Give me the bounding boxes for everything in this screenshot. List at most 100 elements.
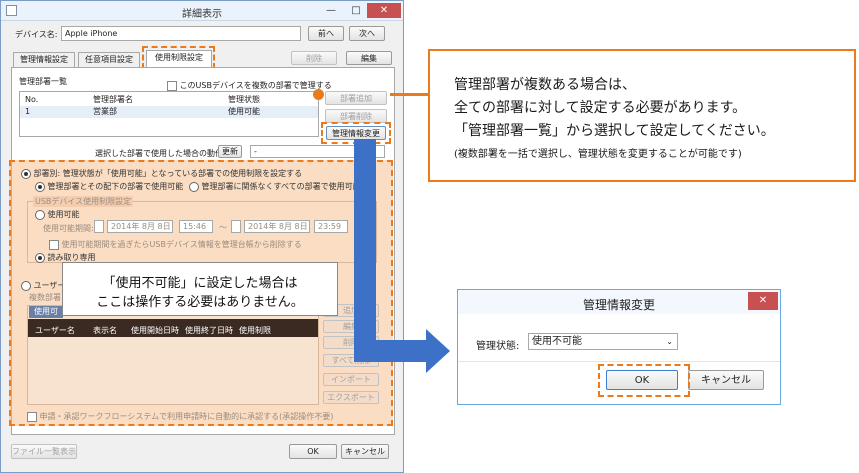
period-check[interactable]: [94, 220, 104, 233]
callout-top-line1: 管理部署が複数ある場合は、: [454, 77, 636, 93]
update-field[interactable]: -: [250, 145, 385, 158]
import-button[interactable]: インポート: [323, 373, 379, 386]
all-dept-option[interactable]: 管理部署に関係なくすべての部署で使用可能: [189, 181, 361, 192]
dept-col-no: No.: [25, 95, 39, 104]
connector-line: [390, 93, 430, 96]
callout-mid-line1: 「使用不可能」に設定した場合は: [102, 276, 298, 291]
dialog-title: 管理情報変更: [582, 298, 655, 312]
readonly-radio[interactable]: [35, 252, 45, 263]
usb-group-label: USBデバイス使用制限設定: [33, 196, 134, 207]
user-col-display: 表示名: [93, 326, 117, 335]
cancel-button[interactable]: キャンセル: [341, 444, 389, 459]
callout-top-line3: 「管理部署一覧」から選択して設定してください。: [454, 123, 775, 139]
expire-checkbox[interactable]: [49, 239, 59, 250]
tab-usable[interactable]: 使用可: [29, 306, 63, 318]
dialog-ok-highlight: [598, 364, 690, 397]
dept-action-label: 選択した部署で使用した場合の動作: [95, 149, 223, 158]
dept-row-no: 1: [25, 107, 31, 116]
sub-dept-radio[interactable]: [35, 181, 45, 192]
device-name-field[interactable]: Apple iPhone: [61, 26, 301, 41]
callout-no-action: 「使用不可能」に設定した場合は ここは操作する必要はありません。: [62, 262, 338, 316]
user-grid-header: [28, 319, 318, 337]
arrow-shaft-horizontal: [354, 340, 428, 362]
add-dept-button[interactable]: 部署追加: [325, 91, 387, 105]
change-info-dialog: 管理情報変更 ✕ 管理状態: 使用不可能 ⌄ OK キャンセル: [457, 289, 781, 405]
sub-dept-option[interactable]: 管理部署とその配下の部署で使用可能: [35, 181, 183, 192]
tab-highlight: [142, 46, 215, 69]
device-label: デバイス名:: [15, 30, 58, 39]
dialog-title-bar: 管理情報変更 ✕: [458, 290, 780, 314]
app-icon: [6, 5, 17, 16]
multi-dept-label: 複数部署: [29, 293, 61, 302]
title-bar: 詳細表示 — □ ✕: [1, 1, 403, 21]
dialog-state-value: 使用不可能: [532, 336, 582, 347]
dept-row-name: 営業部: [93, 107, 117, 116]
dept-row-state: 使用可能: [228, 107, 260, 116]
expire-label: 使用可能期間を過ぎたらUSBデバイス情報を管理台帳から削除する: [61, 240, 302, 249]
user-col-end: 使用終了日時: [185, 326, 233, 335]
tab-usage-restriction[interactable]: 使用制限設定: [146, 50, 212, 67]
user-label: ユーザー: [33, 281, 66, 290]
dept-section-title: 管理部署一覧: [19, 77, 67, 86]
tab-optional-items[interactable]: 任意項目設定: [78, 52, 140, 67]
allowed-option[interactable]: 使用可能: [35, 209, 80, 220]
callout-mid-line2: ここは操作する必要はありません。: [96, 295, 304, 310]
dialog-close-icon[interactable]: ✕: [748, 292, 778, 310]
next-button[interactable]: 次へ: [349, 26, 385, 41]
callout-top-line2: 全ての部署に対して設定する必要があります。: [454, 100, 747, 116]
user-col-name: ユーザー名: [35, 326, 75, 335]
time-from-field[interactable]: 15:46: [179, 220, 213, 233]
user-option[interactable]: ユーザー: [21, 280, 65, 291]
readonly-option[interactable]: 読み取り専用: [35, 252, 96, 263]
dialog-state-select[interactable]: 使用不可能 ⌄: [528, 333, 678, 350]
export-button[interactable]: エクスポート: [323, 391, 379, 404]
period-label: 使用可能期間:: [43, 224, 94, 233]
maximize-icon[interactable]: □: [351, 5, 361, 16]
by-dept-radio[interactable]: [21, 168, 31, 179]
prev-button[interactable]: 前へ: [308, 26, 344, 41]
remove-dept-button[interactable]: 部署削除: [325, 109, 387, 123]
arrow-shaft-vertical: [354, 139, 376, 351]
dept-grid: No. 管理部署名 管理状態 1 営業部 使用可能: [19, 91, 319, 137]
dialog-state-label: 管理状態:: [476, 341, 520, 352]
dialog-cancel-button[interactable]: キャンセル: [688, 370, 764, 390]
expire-option[interactable]: 使用可能期間を過ぎたらUSBデバイス情報を管理台帳から削除する: [49, 239, 302, 250]
allowed-radio[interactable]: [35, 209, 45, 220]
window-title: 詳細表示: [182, 9, 222, 20]
table-row[interactable]: 1 営業部 使用可能: [20, 106, 318, 118]
minimize-icon[interactable]: —: [326, 5, 336, 16]
dialog-ok-button[interactable]: OK: [606, 370, 678, 390]
multi-dept-check-box[interactable]: [167, 80, 177, 91]
dept-col-name: 管理部署名: [93, 95, 133, 104]
date-to-field[interactable]: 2014年 8月 8日: [244, 220, 310, 233]
all-dept-label: 管理部署に関係なくすべての部署で使用可能: [201, 182, 361, 191]
time-to-field[interactable]: 23:59: [314, 220, 348, 233]
multi-dept-check-label: このUSBデバイスを複数の部署で管理する: [179, 81, 332, 90]
arrow-head-icon: [426, 329, 450, 373]
user-col-limit: 使用制限: [239, 326, 271, 335]
chevron-down-icon: ⌄: [666, 337, 673, 346]
connector-dot: [313, 89, 324, 100]
update-button[interactable]: 更新: [218, 145, 242, 158]
edit-button[interactable]: 編集: [346, 51, 392, 65]
date-from-field[interactable]: 2014年 8月 8日: [107, 220, 173, 233]
tab-management-info[interactable]: 管理情報設定: [13, 52, 75, 67]
period-end-check[interactable]: [231, 220, 241, 233]
close-icon[interactable]: ✕: [367, 3, 401, 18]
multi-dept-checkbox[interactable]: このUSBデバイスを複数の部署で管理する: [167, 80, 332, 91]
tilde-label: ～: [219, 223, 227, 232]
by-dept-label: 部署別: 管理状態が「使用可能」となっている部署での使用制限を設定する: [33, 169, 303, 178]
dialog-divider: [458, 361, 780, 362]
callout-multi-dept: 管理部署が複数ある場合は、 全ての部署に対して設定する必要があります。 「管理部…: [428, 49, 856, 182]
workflow-option[interactable]: 申請・承認ワークフローシステムで利用申請時に自動的に承認する(承認操作不要): [27, 411, 333, 422]
callout-top-line4: (複数部署を一括で選択し、管理状態を変更することが可能です): [454, 149, 742, 160]
workflow-checkbox[interactable]: [27, 411, 37, 422]
ok-button[interactable]: OK: [289, 444, 337, 459]
detail-window: 詳細表示 — □ ✕ デバイス名: Apple iPhone 前へ 次へ 管理情…: [0, 0, 404, 473]
delete-button[interactable]: 削除: [291, 51, 337, 65]
all-dept-radio[interactable]: [189, 181, 199, 192]
user-col-start: 使用開始日時: [131, 326, 179, 335]
by-dept-option[interactable]: 部署別: 管理状態が「使用可能」となっている部署での使用制限を設定する: [21, 168, 302, 179]
user-radio[interactable]: [21, 280, 31, 291]
file-list-button[interactable]: ファイル一覧表示: [11, 444, 77, 459]
